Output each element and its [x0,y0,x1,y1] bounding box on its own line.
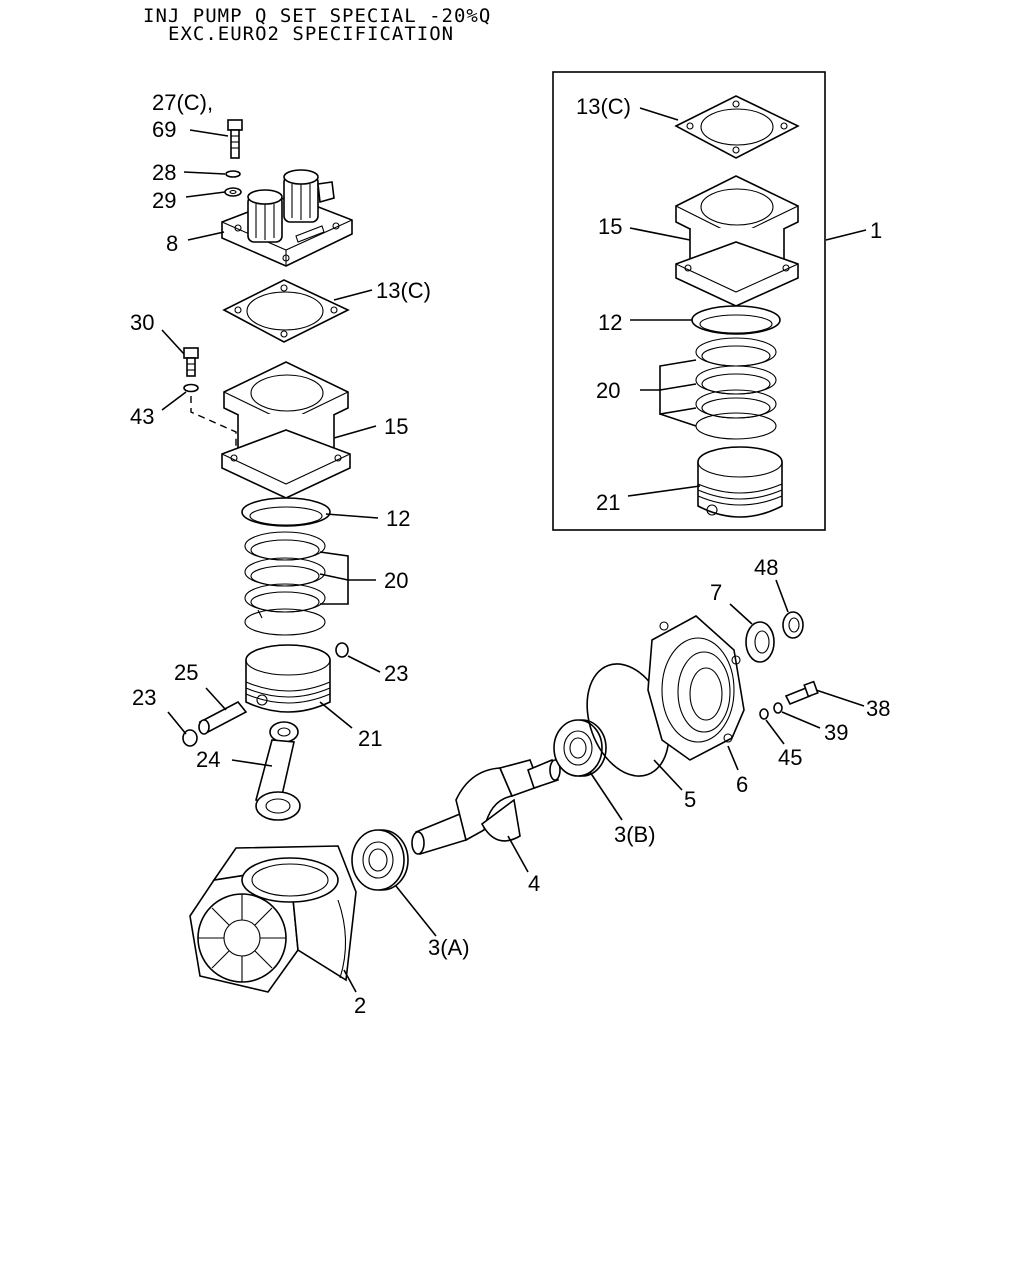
diagram-title-line2: EXC.EURO2 SPECIFICATION [168,23,454,45]
inset-frame [552,71,826,531]
inset-callout-21: 21 [596,490,620,515]
callout-6: 6 [736,772,748,797]
inset-piston-rings-20 [695,337,777,440]
bolt-38 [784,680,819,706]
gasket-13c [222,279,350,343]
crankcase-2 [189,845,357,993]
callout-3b: 3(B) [614,822,656,847]
callout-28: 28 [152,160,176,185]
inset-callout-12: 12 [598,310,622,335]
callout-69: 69 [152,117,176,142]
washer-29 [224,187,242,197]
seal-7 [745,621,775,663]
washer-28 [225,170,241,178]
callout-5: 5 [684,787,696,812]
cylinder-15 [221,361,351,499]
washer-43 [183,383,199,393]
callout-45: 45 [778,745,802,770]
callout-2: 2 [354,993,366,1018]
callout-23-right: 23 [384,661,408,686]
piston-rings-20 [244,531,326,636]
callout-7: 7 [710,580,722,605]
callout-29: 29 [152,188,176,213]
callout-13c: 13(C) [376,278,431,303]
snap-ring-23-left [182,729,198,747]
callout-labels: 27(C), 69 28 29 8 13(C) 30 43 15 12 20 2… [130,90,890,1018]
callout-3a: 3(A) [428,935,470,960]
bearing-3b [553,719,607,777]
bearing-cover-6 [647,615,745,761]
callout-30: 30 [130,310,154,335]
callout-48: 48 [754,555,778,580]
callout-24: 24 [196,747,220,772]
crankshaft-4 [411,758,561,856]
callout-4: 4 [528,871,540,896]
callout-25: 25 [174,660,198,685]
inset-callout-1: 1 [870,218,882,243]
washer-48 [782,611,804,639]
inset-cylinder-15 [675,175,799,307]
inset-gasket-13c [674,95,800,159]
callout-21: 21 [358,726,382,751]
o-ring-12 [241,497,331,527]
bolt-69 [227,119,243,159]
leader-lines [161,129,865,993]
callout-27c: 27(C), [152,90,213,115]
snap-ring-23-right [335,642,349,658]
repair-kit-inset: 13(C) 15 1 12 20 21 [552,71,882,531]
callout-8: 8 [166,231,178,256]
diagram-title-line1: INJ PUMP Q SET SPECIAL -20%Q [143,5,491,27]
inset-callout-20: 20 [596,378,620,403]
inset-o-ring-12 [691,305,781,335]
callout-15: 15 [384,414,408,439]
inset-piston-21 [697,446,783,518]
bolt-30 [183,347,199,377]
bolt-30-path-dashed [190,396,237,450]
callout-39: 39 [824,720,848,745]
piston-21 [245,644,331,713]
inset-callout-13c: 13(C) [576,94,631,119]
inset-callout-15: 15 [598,214,622,239]
cylinder-head-8 [221,169,353,267]
connecting-rod-24 [255,721,301,821]
callout-20: 20 [384,568,408,593]
callout-23-left: 23 [132,685,156,710]
washer-45 [759,708,769,720]
bearing-3a [351,829,409,891]
callout-38: 38 [866,696,890,721]
washer-39 [773,702,783,714]
callout-43: 43 [130,404,154,429]
callout-12: 12 [386,506,410,531]
